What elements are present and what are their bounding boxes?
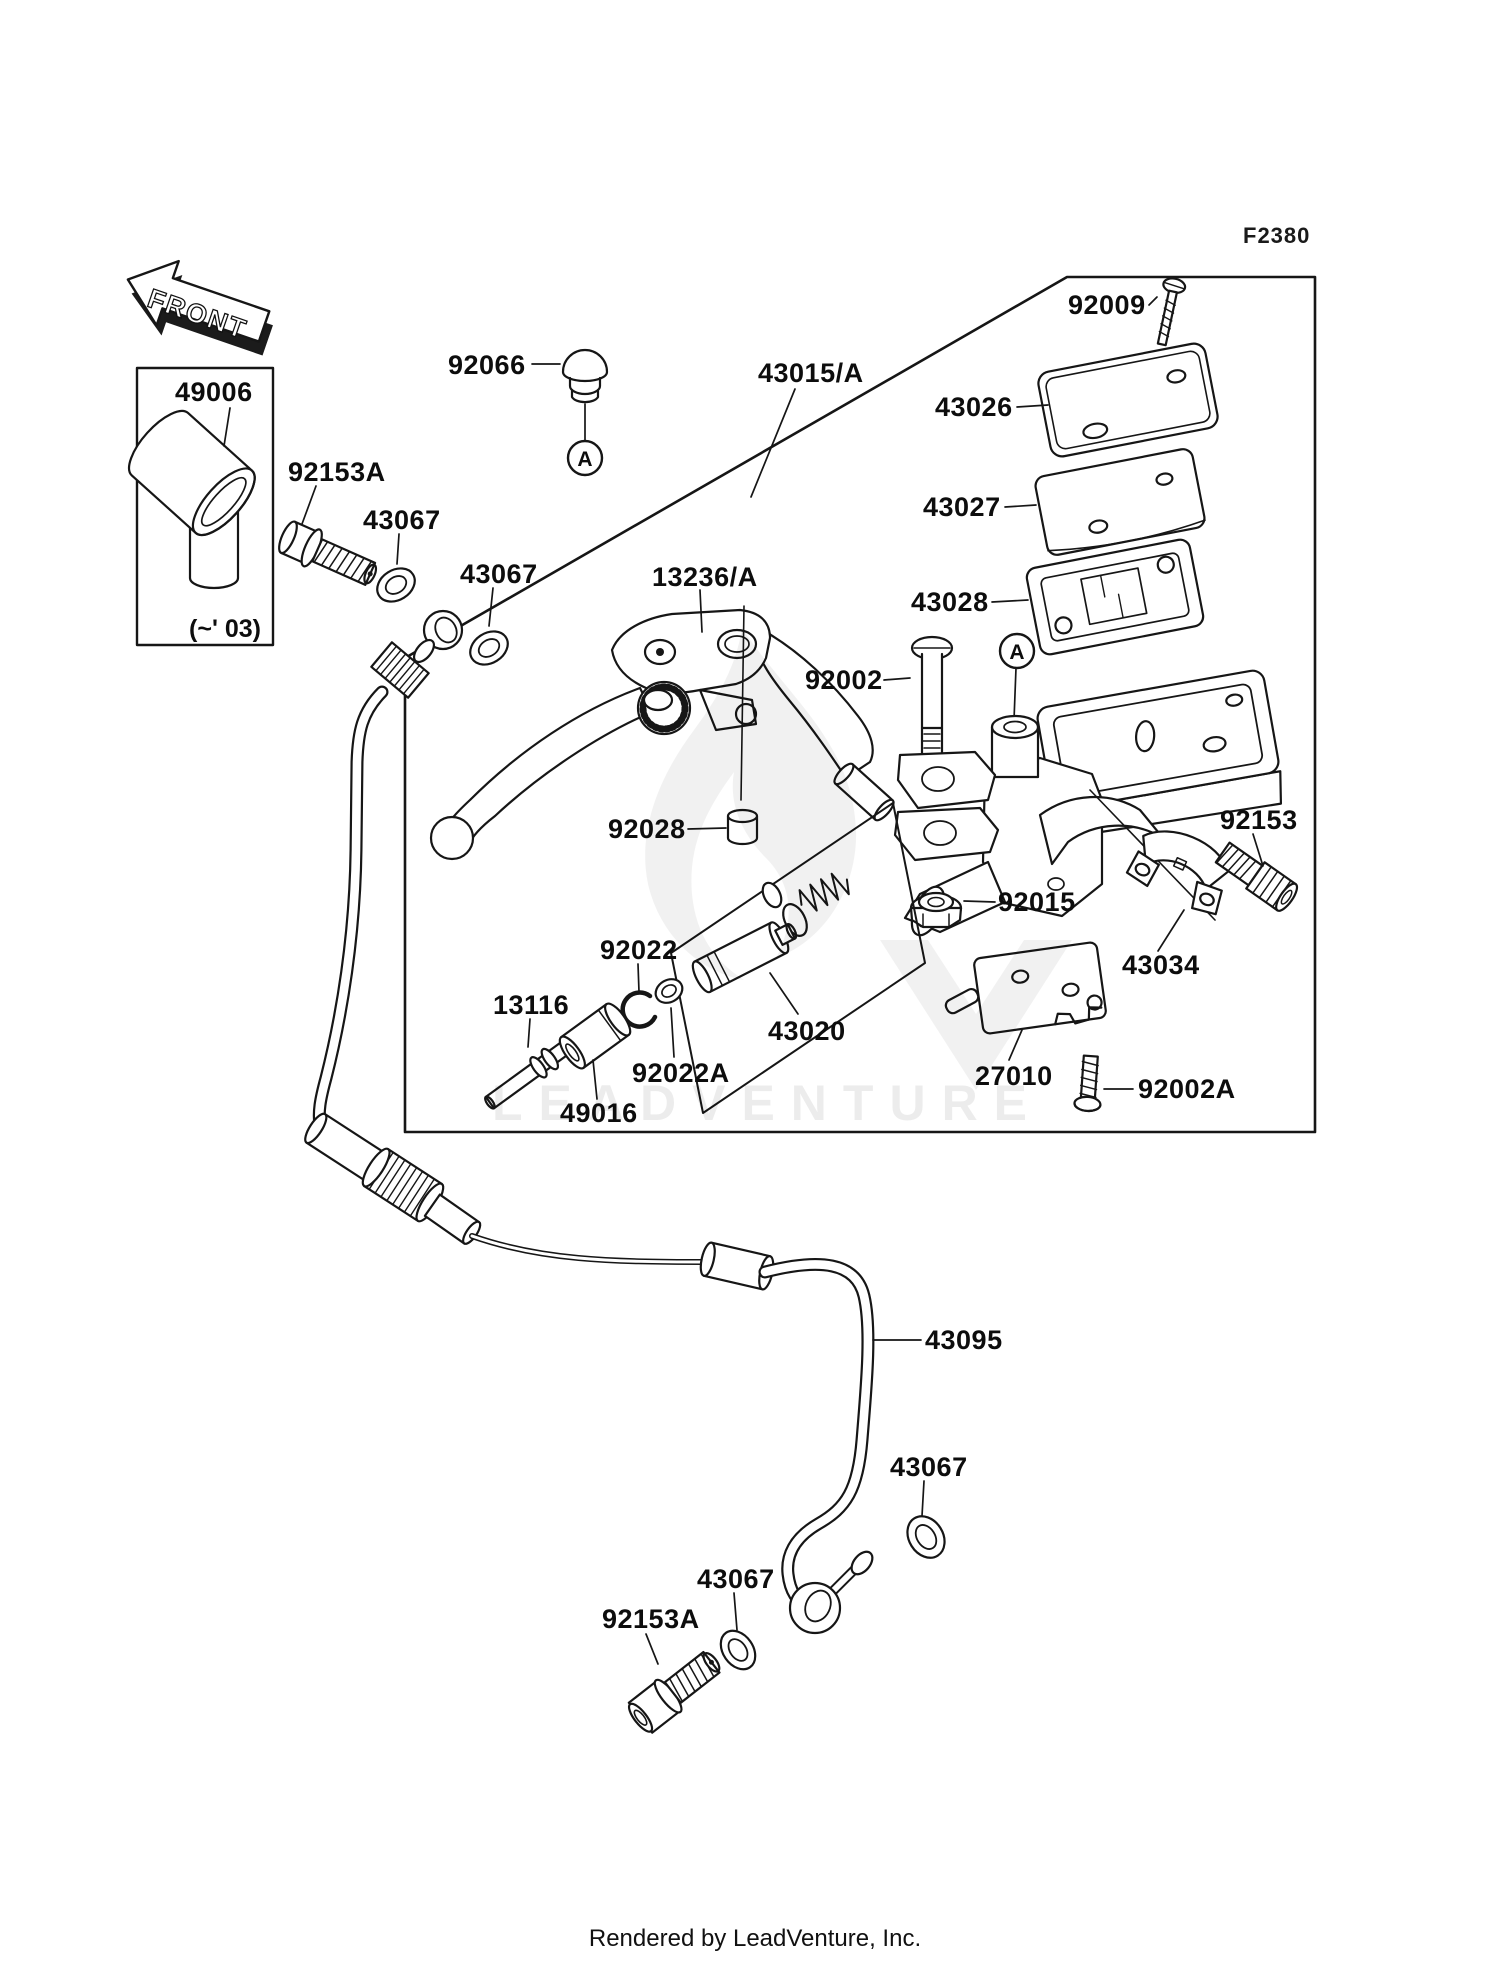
part-label-92009: 92009 xyxy=(1068,290,1146,320)
diagram-frame xyxy=(403,275,1317,1134)
part-label-92066: 92066 xyxy=(448,350,526,380)
banjo-fitting-bottom xyxy=(788,1550,874,1635)
part-label-43015A: 43015/A xyxy=(758,358,864,388)
part-label-92002A: 92002A xyxy=(1138,1074,1236,1104)
boot-49006 xyxy=(128,409,256,590)
part-label-43095: 43095 xyxy=(925,1325,1003,1355)
part-label-43026: 43026 xyxy=(935,392,1013,422)
plug-92066 xyxy=(561,348,609,404)
part-label-27010: 27010 xyxy=(975,1061,1053,1091)
leader-lines xyxy=(223,296,1264,1665)
bushing-92028 xyxy=(726,808,759,846)
detail-marker-a1: A xyxy=(577,448,592,471)
part-label-92028: 92028 xyxy=(608,814,686,844)
part-label-92153: 92153 xyxy=(1220,805,1298,835)
banjo-bolt-92153A-top xyxy=(278,520,378,586)
detail-marker-circle-1 xyxy=(566,439,604,477)
diaphragm-plate-43027 xyxy=(1034,448,1206,556)
clutch-hose-43095-inner xyxy=(760,1260,873,1611)
part-label-43028: 43028 xyxy=(911,587,989,617)
part-label-43027: 43027 xyxy=(923,492,1001,522)
lever-assembly-13236 xyxy=(429,605,895,861)
front-arrow xyxy=(126,259,273,356)
clamp-43034 xyxy=(1125,830,1230,916)
clamp-bolt-92153 xyxy=(1214,841,1299,912)
clutch-hose-43095 xyxy=(758,1257,875,1613)
switch-screw-92002A xyxy=(1073,1054,1102,1113)
part-label-43067-2: 43067 xyxy=(460,559,538,589)
hose-end-upper xyxy=(370,609,464,699)
part-label-49016: 49016 xyxy=(560,1098,638,1128)
inset-box xyxy=(135,366,275,647)
screw-92009 xyxy=(1156,277,1187,347)
cable-adjuster-train xyxy=(304,1112,775,1291)
clutch-hose-upper-run-inner xyxy=(314,687,387,1131)
part-label-92022A: 92022A xyxy=(632,1058,730,1088)
washer-43067-1 xyxy=(376,567,416,603)
part-label-92153A-2: 92153A xyxy=(602,1604,700,1634)
part-label-43067-4: 43067 xyxy=(697,1564,775,1594)
part-label-43034: 43034 xyxy=(1122,950,1200,980)
part-label-13116: 13116 xyxy=(493,990,569,1020)
washer-43067-3 xyxy=(906,1515,946,1559)
part-labels: 92066 43015/A 92009 43026 43027 43028 92… xyxy=(175,290,1298,1634)
nut-92015 xyxy=(909,891,963,929)
washer-92022A xyxy=(654,978,684,1004)
part-label-13236A: 13236/A xyxy=(652,562,758,592)
bushing-49016 xyxy=(558,1002,632,1070)
footer-credit: Rendered by LeadVenture, Inc. xyxy=(589,1925,921,1952)
detail-marker-circle-2 xyxy=(998,632,1036,670)
piston-kit-43020 xyxy=(670,802,926,1114)
watermark-flame xyxy=(645,628,857,980)
part-label-92153A-1: 92153A xyxy=(288,457,386,487)
push-rod-13116 xyxy=(484,1034,580,1110)
part-label-49006: 49006 xyxy=(175,377,253,407)
banjo-bolt-92153A-bottom xyxy=(627,1650,721,1734)
diaphragm-43028 xyxy=(1025,538,1205,656)
pivot-bolt-92002 xyxy=(910,635,954,780)
part-label-92022: 92022 xyxy=(600,935,678,965)
clutch-switch-27010 xyxy=(944,941,1107,1035)
reservoir-cap-43026 xyxy=(1037,342,1219,458)
part-label-43067-1: 43067 xyxy=(363,505,441,535)
inset-note: (~' 03) xyxy=(189,615,261,643)
watermark: LEADVENTURE xyxy=(492,628,1072,1131)
figure-code: F2380 xyxy=(1243,223,1310,248)
part-label-43067-3: 43067 xyxy=(890,1452,968,1482)
part-label-43020: 43020 xyxy=(768,1016,846,1046)
part-label-92015: 92015 xyxy=(998,887,1076,917)
washer-43067-2 xyxy=(469,630,509,666)
detail-marker-a2: A xyxy=(1009,641,1024,664)
watermark-chevron xyxy=(880,940,1072,1090)
marker-line-a2 xyxy=(1013,667,1017,721)
watermark-text: LEADVENTURE xyxy=(492,1075,1043,1131)
part-label-92002: 92002 xyxy=(805,665,883,695)
washer-43067-4 xyxy=(719,1629,757,1671)
